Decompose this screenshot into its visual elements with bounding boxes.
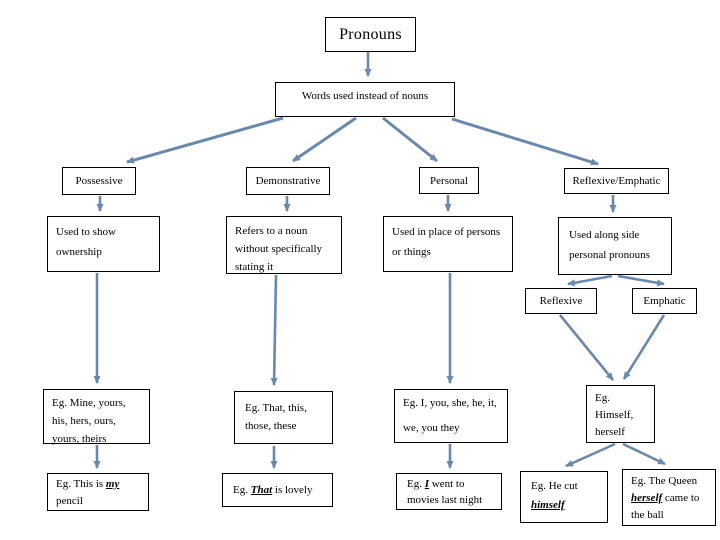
reflexive-emphatic-label: Reflexive/Emphatic (572, 175, 661, 187)
sentence-pre: Eg. This is (56, 478, 106, 490)
emphatic-sentence-box: Eg. The Queen herself came to the ball (622, 469, 716, 526)
arrow-desc-to-reflexive (567, 274, 613, 287)
arrow-demonstrative-desc-to-examples (270, 274, 278, 386)
demonstrative-examples-box: Eg. That, this, those, these (234, 391, 333, 444)
examples-line: yours, theirs (52, 433, 107, 445)
description-line: personal pronouns (569, 249, 650, 261)
description-line: ownership (56, 246, 102, 258)
possessive-label-box: Possessive (62, 167, 136, 195)
definition-text: Words used instead of nouns (301, 90, 429, 102)
demonstrative-label-box: Demonstrative (246, 167, 330, 195)
arrow-def-to-demonstrative (292, 116, 357, 163)
examples-line: Eg. I, you, she, he, it, (403, 397, 497, 409)
arrow-examples-to-emphatic-sentence (622, 442, 666, 466)
reflexive-subtype-box: Reflexive (525, 288, 597, 314)
examples-line: those, these (245, 420, 297, 432)
possessive-description-box: Used to show ownership (47, 216, 160, 272)
sentence-emphasis: That (250, 484, 273, 496)
arrow-emphatic-to-examples (622, 314, 666, 380)
sentence-post: came to the ball (631, 492, 700, 521)
description-line: Refers to a noun (235, 225, 308, 237)
arrow-reflexive-to-examples (558, 314, 615, 381)
personal-examples-box: Eg. I, you, she, he, it, we, you they (394, 389, 508, 443)
examples-line: Himself, (595, 409, 634, 421)
definition-box: Words used instead of nouns (275, 82, 455, 117)
emphatic-subtype-label: Emphatic (643, 295, 686, 307)
sentence-pre: Eg. (407, 478, 425, 490)
sentence-emphasis: my (105, 478, 120, 490)
reflexive-emphatic-description-box: Used along side personal pronouns (558, 217, 672, 275)
description-line: Used in place of persons (392, 226, 501, 238)
description-line: Used to show (56, 226, 116, 238)
arrow-examples-to-reflexive-sentence (565, 442, 616, 468)
possessive-examples-box: Eg. Mine, yours, his, hers, ours, yours,… (43, 389, 150, 445)
examples-line: his, hers, ours, (52, 415, 116, 427)
personal-label-box: Personal (419, 167, 479, 194)
demonstrative-sentence-box: Eg. That is lovely (222, 473, 333, 507)
sentence-emphasis: herself (631, 492, 663, 504)
reflexive-emphatic-examples-box: Eg. Himself, herself (586, 385, 655, 443)
examples-line: Eg. Mine, yours, (52, 397, 126, 409)
description-line: Used along side (569, 229, 640, 241)
sentence-pre: Eg. The Queen (631, 475, 698, 487)
sentence-emphasis: himself (531, 499, 565, 511)
title-box: Pronouns (325, 17, 416, 52)
possessive-sentence-box: Eg. This is my pencil (47, 473, 149, 511)
personal-label: Personal (430, 174, 468, 187)
reflexive-subtype-label: Reflexive (539, 295, 583, 307)
sentence-post: went to movies last night (407, 478, 483, 506)
examples-line: Eg. That, this, (245, 402, 307, 414)
arrow-desc-to-emphatic (617, 274, 665, 287)
possessive-label: Possessive (75, 175, 123, 187)
examples-line: Eg. (595, 392, 610, 404)
description-line: stating it (235, 261, 274, 273)
reflexive-emphatic-label-box: Reflexive/Emphatic (564, 168, 669, 194)
sentence-emphasis: I (424, 478, 430, 490)
demonstrative-label: Demonstrative (255, 175, 321, 187)
examples-line: we, you they (403, 422, 460, 434)
emphatic-subtype-box: Emphatic (632, 288, 697, 314)
sentence-pre: Eg. He cut (531, 480, 578, 492)
examples-line: herself (595, 426, 625, 438)
description-line: or things (392, 246, 431, 258)
arrow-def-to-possessive (126, 116, 284, 164)
personal-description-box: Used in place of persons or things (383, 216, 513, 272)
sentence-post: is lovely (272, 484, 313, 496)
sentence-post: pencil (56, 495, 83, 507)
arrow-def-to-personal (382, 116, 438, 163)
sentence-pre: Eg. (233, 484, 251, 496)
diagram-title: Pronouns (339, 25, 402, 43)
personal-sentence-box: Eg. I went to movies last night (396, 473, 502, 510)
description-line: without specifically (235, 243, 323, 255)
arrow-def-to-reflexive-emphatic (451, 117, 599, 166)
demonstrative-description-box: Refers to a noun without specifically st… (226, 216, 342, 274)
reflexive-sentence-box: Eg. He cut himself (520, 471, 608, 523)
